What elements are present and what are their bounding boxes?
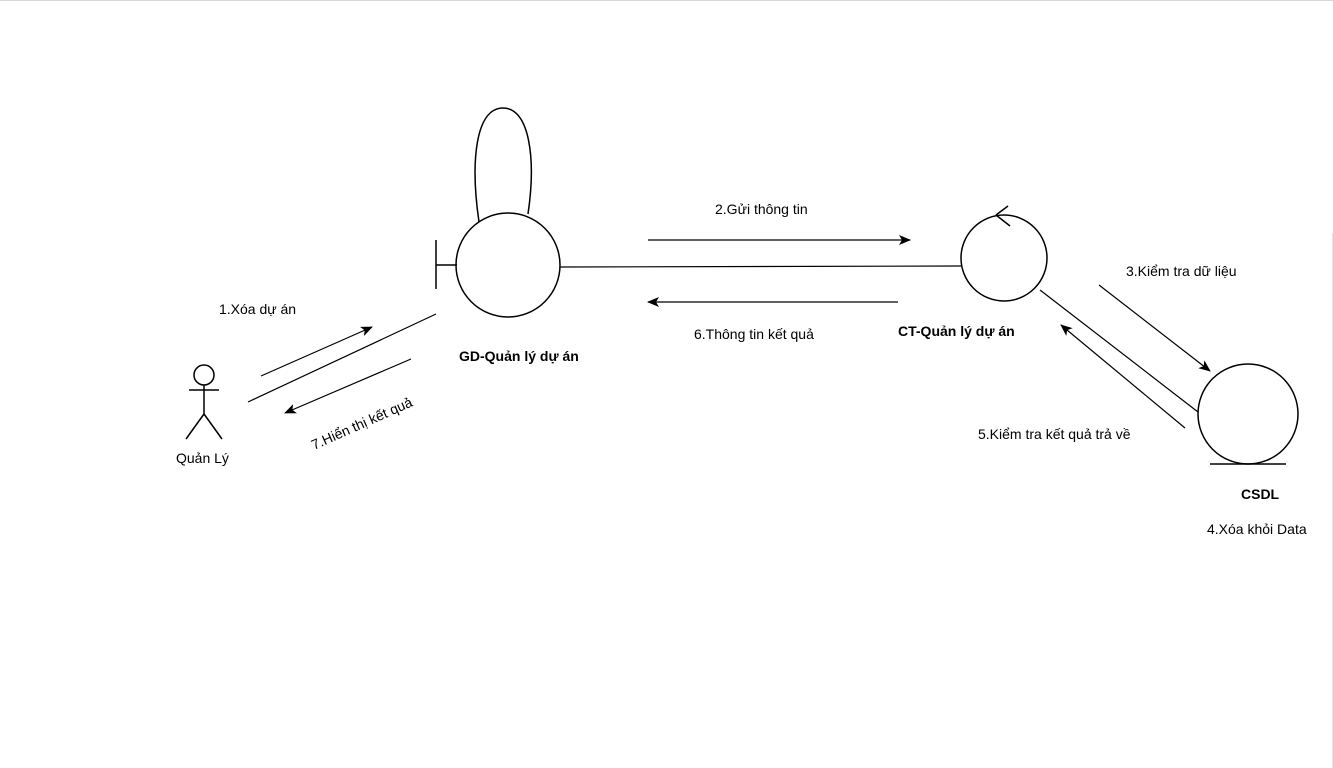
- canvas-top-border: [0, 0, 1333, 1]
- message-label-4: 4.Xóa khỏi Data: [1207, 521, 1307, 537]
- message-arrow-5: [1060, 324, 1186, 429]
- message-label-6: 6.Thông tin kết quả: [694, 326, 814, 342]
- link-actor-boundary: [247, 313, 437, 403]
- message-label-3: 3.Kiểm tra dữ liệu: [1126, 263, 1237, 279]
- actor-icon[interactable]: [185, 364, 223, 440]
- boundary-object-icon[interactable]: [435, 212, 561, 318]
- self-loop-link: [474, 107, 533, 223]
- message-label-1: 1.Xóa dự án: [219, 301, 297, 317]
- link-control-entity: [1039, 289, 1199, 413]
- entity-label: CSDL: [1241, 486, 1280, 502]
- link-boundary-control: [559, 265, 962, 268]
- message-label-7: 7.Hiển thị kết quả: [309, 394, 415, 453]
- control-object-icon[interactable]: [960, 205, 1048, 302]
- message-arrow-1: [260, 326, 373, 377]
- actor-label: Quản Lý: [176, 450, 229, 466]
- boundary-label: GD-Quản lý dự án: [459, 348, 579, 364]
- message-arrow-3: [1098, 284, 1211, 372]
- message-label-5: 5.Kiểm tra kết quả trả về: [978, 426, 1131, 442]
- message-arrow-7: [284, 358, 412, 414]
- message-label-2: 2.Gửi thông tin: [715, 201, 808, 217]
- entity-object-icon[interactable]: [1197, 363, 1299, 465]
- control-label: CT-Quản lý dự án: [898, 323, 1015, 339]
